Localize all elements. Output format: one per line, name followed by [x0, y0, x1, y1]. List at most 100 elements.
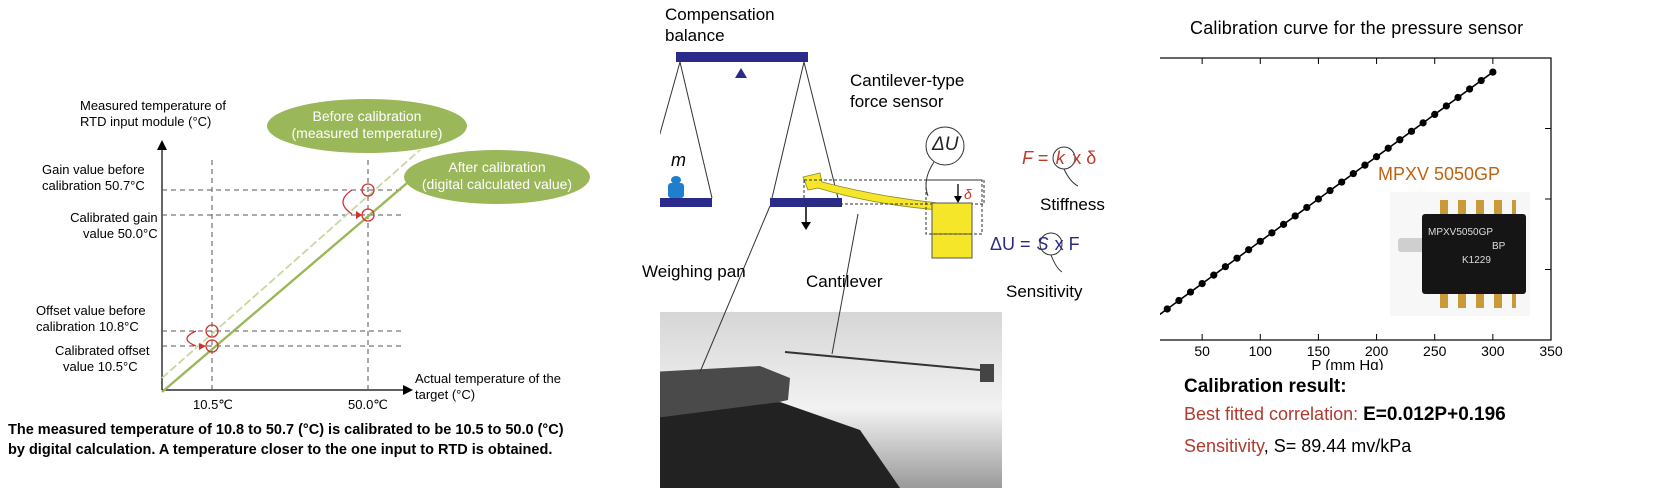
data-point — [1256, 237, 1264, 245]
before-calibration-ellipse — [267, 99, 467, 153]
data-point — [1233, 254, 1241, 262]
offset-calibrated-label: Calibrated offset value 10.5°C — [55, 343, 150, 374]
sensitivity-line: Sensitivity, S= 89.44 mv/kPa — [1184, 436, 1412, 456]
x-axis-label: Actual temperature of the target (°C) — [415, 371, 561, 402]
weight-body — [668, 183, 684, 198]
data-point — [1245, 246, 1253, 254]
photo-base-shape — [660, 402, 900, 488]
equation-sensitivity: ΔU = S x F — [990, 234, 1080, 254]
rtd-calibration-panel: Measured temperature of RTD input module… — [0, 0, 660, 488]
x-tick-label: 250 — [1423, 343, 1447, 359]
force-sensor-panel: Compensation balance Cantilever-type for… — [642, 0, 1160, 488]
y-axis-arrow — [157, 140, 167, 150]
sensor-block-bottom — [931, 233, 973, 259]
data-point — [1186, 288, 1195, 296]
chart-title: Calibration curve for the pressure senso… — [1190, 18, 1524, 38]
line-after-calibration — [161, 171, 421, 393]
part-number-label: MPXV 5050GP — [1378, 164, 1501, 184]
data-point — [1198, 280, 1206, 288]
sensitivity-label: Sensitivity — [1006, 282, 1083, 301]
x-tick-label: 300 — [1481, 343, 1505, 359]
data-point — [1221, 263, 1229, 271]
weighing-pan-label: Weighing pan — [642, 262, 746, 281]
k-tail — [1063, 168, 1079, 187]
before-calibration-text: Before calibration (measured temperature… — [291, 108, 443, 141]
after-calibration-ellipse — [404, 150, 590, 204]
gain-calibrated-label: Calibrated gain value 50.0°C — [70, 210, 158, 241]
calibration-note: The measured temperature of 10.8 to 50.7… — [8, 422, 564, 458]
offset-before-label: Offset value before calibration 10.8°C — [36, 303, 146, 334]
data-point — [1314, 195, 1323, 203]
arrow-gain — [356, 211, 362, 219]
data-point — [1210, 271, 1218, 279]
data-point — [1396, 136, 1404, 144]
photo-cantilever-line — [784, 351, 981, 371]
stiffness-label: Stiffness — [1040, 195, 1105, 214]
rtd-diagram — [157, 99, 590, 395]
left-string-b — [679, 61, 713, 199]
x-tick-label: 200 — [1365, 343, 1389, 359]
right-string-a — [771, 61, 805, 199]
balance-diagram — [660, 52, 1079, 488]
y-axis-label: Measured temperature of RTD input module… — [80, 98, 226, 129]
sensor-chip-image: MPXV5050GP BP K1229 — [1390, 192, 1530, 316]
tick-low: 10.5℃ — [193, 397, 233, 412]
delta-u-label: ΔU — [932, 134, 959, 155]
data-point — [1407, 127, 1416, 135]
cantilever-pointer — [831, 213, 859, 355]
gain-before-label: Gain value before calibration 50.7°C — [42, 162, 145, 193]
data-point — [1442, 102, 1450, 110]
data-point — [1349, 170, 1357, 178]
data-point — [1466, 85, 1474, 93]
data-point — [1175, 296, 1183, 305]
chip-marking: MPXV5050GP BP K1229 — [1428, 227, 1506, 266]
deflection-box — [803, 179, 985, 205]
best-fit-line: Best fitted correlation: E=0.012P+0.196 — [1184, 404, 1506, 425]
x-axis-arrow — [403, 385, 413, 395]
compensation-balance-label: Compensation balance — [665, 5, 775, 45]
data-point — [1419, 119, 1427, 127]
tick-high: 50.0℃ — [348, 397, 388, 412]
fulcrum-icon — [735, 68, 747, 78]
calibration-chart: 05010015020025030035001234P (mm Hg)E (V) — [1160, 57, 1563, 370]
data-point — [1384, 144, 1392, 152]
chip-body: MPXV5050GP BP K1229 — [1422, 214, 1526, 294]
pressure-sensor-panel: Calibration curve for the pressure senso… — [1160, 0, 1653, 488]
sensor-block-top — [931, 202, 973, 235]
arrow-offset — [199, 343, 206, 350]
mass-label: m — [671, 150, 686, 170]
data-point — [1454, 93, 1462, 102]
data-point — [1477, 76, 1485, 85]
data-point — [1291, 212, 1299, 220]
balance-beam — [676, 52, 808, 62]
data-point — [1163, 305, 1171, 313]
after-calibration-text: After calibration (digital calculated va… — [421, 159, 573, 192]
s-tail — [1050, 254, 1063, 273]
data-point — [1279, 220, 1288, 228]
sensor-outline — [925, 179, 983, 235]
equation-force: F = k x δ — [1022, 148, 1097, 168]
left-string-a — [660, 61, 681, 136]
line-before-calibration — [161, 149, 421, 379]
data-point — [1326, 186, 1334, 195]
data-point — [1268, 229, 1276, 237]
left-pan — [660, 198, 712, 207]
chip-port — [1398, 238, 1426, 252]
delta-label: δ — [964, 186, 972, 202]
bubble-tail — [925, 161, 935, 197]
data-point — [1431, 110, 1439, 118]
x-tick-label: 50 — [1194, 343, 1210, 359]
data-point — [1361, 161, 1369, 169]
weighing-pan-pointer — [699, 205, 771, 373]
data-point — [1372, 153, 1381, 161]
data-point — [1489, 68, 1497, 76]
x-tick-label: 150 — [1307, 343, 1331, 359]
right-string-b — [803, 61, 839, 199]
x-tick-label: 100 — [1249, 343, 1273, 359]
weight-icon — [671, 176, 681, 184]
x-axis-label: P (mm Hg) — [1311, 357, 1383, 370]
data-point — [1303, 203, 1311, 212]
photo-sensor-shape — [980, 364, 994, 382]
delta-u-bubble — [925, 126, 965, 166]
cantilever-label: Cantilever — [806, 272, 883, 291]
